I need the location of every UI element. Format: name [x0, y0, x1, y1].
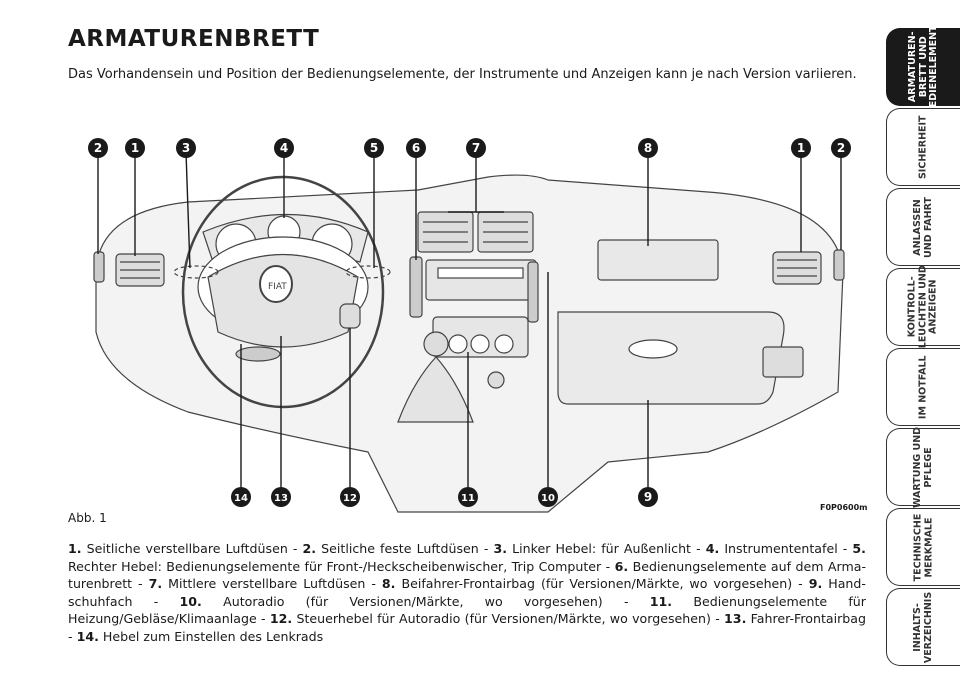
tab-label: IM NOTFALL [917, 355, 929, 419]
svg-text:FIAT: FIAT [268, 282, 287, 292]
central-vents [417, 211, 534, 253]
legend-num: 2. [302, 541, 317, 556]
svg-text:3: 3 [182, 141, 190, 155]
legend-text-item: Rechter Hebel: Bedienungselemente für Fr… [68, 558, 602, 574]
callout-9: 9 [638, 487, 658, 507]
tab-technische-merkmale[interactable]: TECHNISCHE MERKMALE [886, 508, 960, 586]
legend-text-item: Bedienungselemente für Heizung/Gebläse/K… [68, 593, 866, 627]
gear-lever [397, 331, 474, 423]
svg-text:6: 6 [412, 141, 420, 155]
callout-1-right: 1 [791, 138, 811, 158]
legend-num: 9. [808, 576, 823, 592]
legend-text-item: Instrumententafel [724, 541, 838, 556]
fiat-logo-icon [259, 265, 293, 303]
svg-text:1: 1 [131, 141, 139, 155]
figure-code: F0P0600m [820, 503, 868, 512]
callout-8: 8 [638, 138, 658, 158]
legend-text-item: Mittlere verstellbare Luftdüsen [168, 576, 366, 592]
tab-sicherheit[interactable]: SICHERHEIT [886, 108, 960, 186]
legend-num: 5. [852, 541, 866, 556]
legend-num: 1. [68, 541, 82, 556]
left-side-vent [93, 251, 165, 287]
callout-11: 11 [458, 487, 478, 507]
climate-controls [432, 316, 529, 358]
callout-1-left: 1 [125, 138, 145, 158]
callout-3: 3 [176, 138, 196, 158]
intro-text: Das Vorhandensein und Position der Bedie… [68, 67, 857, 82]
right-side-vent [772, 249, 845, 285]
leader-lines [97, 151, 842, 489]
legend-text-item: Seitliche verstellbare Luftdüsen [86, 541, 288, 556]
tab-armaturenbrett[interactable]: ARMATUREN- BRETT UND BEDIENELEMENTE [886, 19, 960, 115]
legend-num: 11. [649, 593, 673, 609]
svg-text:8: 8 [644, 141, 652, 155]
callout-7: 7 [466, 138, 486, 158]
svg-text:9: 9 [644, 490, 652, 504]
legend-text-item: Linker Hebel: für Außenlicht [512, 541, 691, 556]
tab-wartung[interactable]: WARTUNG UND PFLEGE [886, 426, 960, 508]
svg-text:5: 5 [370, 141, 378, 155]
svg-text:13: 13 [274, 493, 288, 504]
callout-13: 13 [271, 487, 291, 507]
tab-label: SICHERHEIT [917, 115, 929, 179]
legend-text-item: Beifahrer-Frontairbag (für Versionen/Mär… [401, 576, 793, 592]
legend-text-item: Hebel zum Einstellen des Lenkrads [102, 628, 324, 644]
svg-text:14: 14 [234, 493, 248, 504]
callout-4: 4 [274, 138, 294, 158]
legend-num: 8. [381, 576, 396, 592]
figure-caption: Abb. 1 [68, 511, 107, 525]
callout-5: 5 [364, 138, 384, 158]
legend-text-item: Autoradio (für Versionen/Märkte, wo vorg… [223, 593, 603, 609]
svg-text:2: 2 [94, 141, 102, 155]
callout-12: 12 [340, 487, 360, 507]
legend-text-item: Bedienungselemente auf dem Arma-turenbre… [68, 558, 867, 592]
legend-num: 13. [724, 611, 747, 627]
legend-num: 14. [76, 628, 99, 644]
callout-2-left: 2 [88, 138, 108, 158]
dashboard-illustration: FIAT [88, 138, 851, 513]
svg-text:7: 7 [472, 141, 480, 155]
page-title: ARMATURENBRETT [68, 26, 320, 52]
callout-10: 10 [538, 487, 558, 507]
tab-label: WARTUNG UND PFLEGE [912, 426, 934, 508]
left-stalk [173, 265, 219, 279]
tab-label: ANLASSEN UND FAHRT [912, 196, 934, 258]
tab-anlassen[interactable]: ANLASSEN UND FAHRT [886, 188, 960, 266]
legend-text-item: Hand-schuhfach [68, 576, 866, 609]
svg-text:11: 11 [461, 493, 475, 504]
legend-num: 6. [614, 558, 629, 574]
dashboard-controls [409, 256, 423, 318]
svg-text:4: 4 [280, 141, 288, 155]
tab-label: ARMATUREN- BRETT UND BEDIENELEMENTE [906, 19, 939, 115]
callout-6: 6 [406, 138, 426, 158]
legend-num: 7. [148, 576, 163, 592]
legend-num: 12. [269, 611, 293, 627]
glovebox [557, 311, 785, 405]
passenger-airbag [597, 239, 719, 281]
tab-label: TECHNISCHE MERKMALE [911, 513, 934, 581]
radio-unit [425, 259, 539, 323]
legend-text: 1. Seitliche verstellbare Luftdüsen - 2.… [68, 541, 867, 644]
tab-im-notfall[interactable]: IM NOTFALL [886, 348, 960, 426]
tab-kontrollleuchten[interactable]: KONTROLL- LEUCHTEN UND ANZEIGEN [886, 265, 960, 349]
tab-label: KONTROLL- LEUCHTEN UND ANZEIGEN [906, 265, 939, 349]
svg-text:10: 10 [541, 493, 555, 504]
svg-text:1: 1 [797, 141, 805, 155]
legend-text-item: Seitliche feste Luftdüsen [321, 541, 479, 556]
svg-text:12: 12 [343, 493, 357, 504]
radio-stalk [339, 303, 361, 329]
callout-14: 14 [231, 487, 251, 507]
legend-num: 10. [179, 593, 202, 609]
legend-text-item: Steuerhebel für Autoradio (für Versionen… [296, 611, 711, 627]
tab-label: INHALTS- VERZEICHNIS [911, 591, 934, 663]
svg-text:2: 2 [837, 141, 845, 155]
legend-num: 4. [705, 541, 720, 556]
right-stalk [345, 265, 391, 279]
legend-num: 3. [493, 541, 508, 556]
tab-inhaltsverzeichnis[interactable]: INHALTS- VERZEICHNIS [886, 588, 960, 666]
legend-text-item: Fahrer-Frontairbag [750, 611, 866, 627]
callout-2-right: 2 [831, 138, 851, 158]
